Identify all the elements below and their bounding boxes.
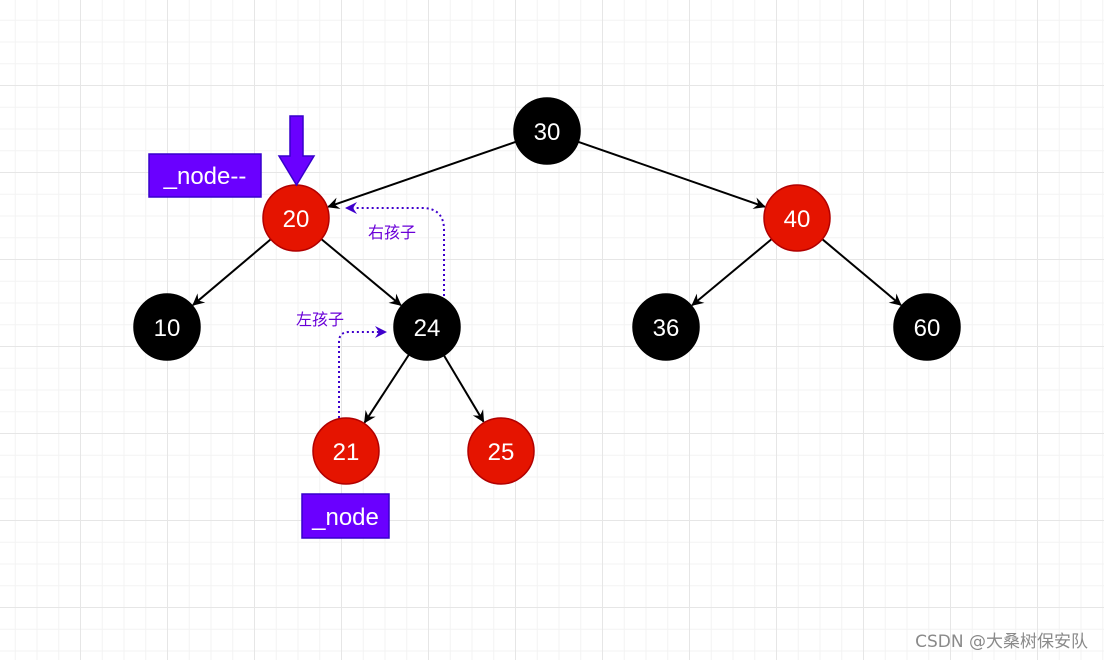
tree-node-20: 20 [262, 184, 330, 252]
node-value-21: 21 [333, 439, 360, 466]
node-value-10: 10 [154, 315, 181, 342]
node-label: _node [311, 504, 379, 531]
tree-node-36: 36 [632, 293, 700, 361]
node-value-30: 30 [534, 119, 561, 146]
tree-node-25: 25 [467, 417, 535, 485]
pointer-down-arrow-icon [277, 115, 316, 187]
node-label-box: _node [301, 493, 390, 539]
node-circle-36 [632, 293, 700, 361]
node-minus-label: _node-- [163, 163, 247, 190]
node-circle-25 [467, 417, 535, 485]
right-child-label: 右孩子 [368, 223, 416, 242]
node-circle-24 [393, 293, 461, 361]
tree-node-10: 10 [133, 293, 201, 361]
node-circle-21 [312, 417, 380, 485]
node-value-20: 20 [283, 206, 310, 233]
tree-node-60: 60 [893, 293, 961, 361]
tree-edges [192, 140, 902, 424]
right-child-dotted-arrow [345, 202, 445, 296]
edge-n20-n10 [192, 238, 272, 306]
node-circle-60 [893, 293, 961, 361]
node-value-40: 40 [784, 206, 811, 233]
node-minus-label-box: _node-- [148, 153, 262, 198]
node-value-24: 24 [414, 315, 441, 342]
watermark: CSDN @大桑树保安队 [915, 632, 1088, 652]
edge-n30-n20 [327, 140, 517, 209]
left-child-dotted-arrow [338, 326, 387, 418]
tree-node-30: 30 [513, 97, 581, 165]
edge-n20-n24 [320, 238, 402, 307]
node-value-36: 36 [653, 315, 680, 342]
node-circle-10 [133, 293, 201, 361]
node-circle-40 [763, 184, 831, 252]
tree-node-21: 21 [312, 417, 380, 485]
edge-n24-n21 [363, 354, 410, 424]
edge-n40-n60 [821, 238, 902, 306]
node-value-60: 60 [914, 315, 941, 342]
node-value-25: 25 [488, 439, 515, 466]
tree-node-40: 40 [763, 184, 831, 252]
edge-n40-n36 [691, 238, 773, 307]
left-child-label: 左孩子 [296, 310, 344, 329]
edge-n30-n40 [577, 140, 766, 209]
tree-nodes: 30 20 40 10 24 36 60 21 25 [133, 97, 961, 485]
tree-node-24: 24 [393, 293, 461, 361]
edge-n24-n25 [443, 354, 485, 423]
node-circle-30 [513, 97, 581, 165]
